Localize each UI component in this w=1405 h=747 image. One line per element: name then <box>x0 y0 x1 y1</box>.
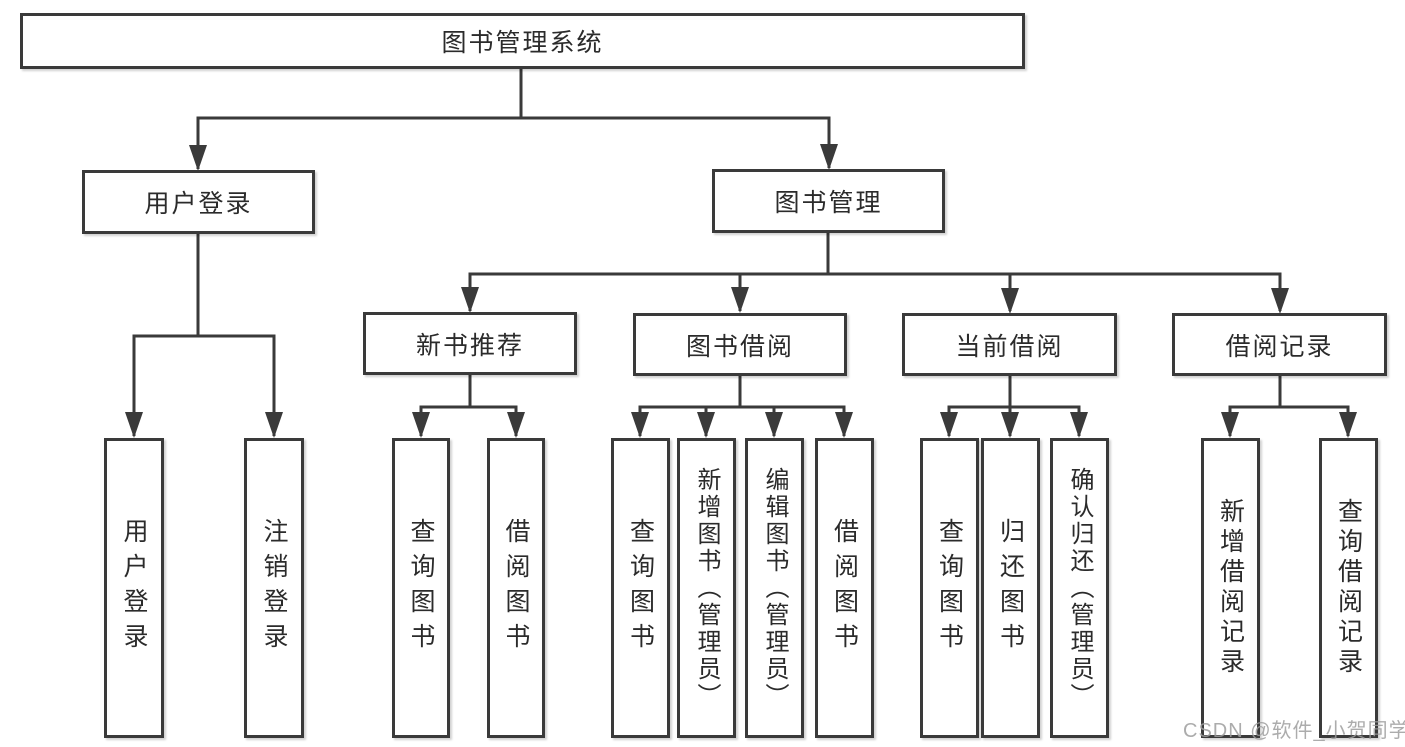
leaf-label: 注销登录 <box>260 518 288 658</box>
node-borrow-records: 借阅记录 <box>1172 313 1387 376</box>
node-label: 图书借阅 <box>685 332 794 361</box>
leaf-label: 用户登录 <box>120 518 148 658</box>
leaf-add-books-admin: 新增图书（管理员） <box>677 438 736 738</box>
node-library-management-system: 图书管理系统 <box>20 13 1025 69</box>
leaf-label: 查询图书 <box>407 518 435 658</box>
node-user-login: 用户登录 <box>82 170 315 234</box>
node-label: 图书管理 <box>774 189 883 217</box>
node-book-management: 图书管理 <box>712 169 945 233</box>
leaf-label: 新增图书（管理员） <box>693 466 720 710</box>
leaf-label: 归还图书 <box>996 518 1025 658</box>
leaf-edit-books-admin: 编辑图书（管理员） <box>745 438 804 738</box>
leaf-query-borrow-record: 查询借阅记录 <box>1319 438 1378 738</box>
leaf-return-books: 归还图书 <box>981 438 1040 738</box>
leaf-query-books-recommend: 查询图书 <box>392 438 450 738</box>
leaf-query-books-current: 查询图书 <box>920 438 979 738</box>
node-label: 用户登录 <box>144 190 253 218</box>
leaf-confirm-return-admin: 确认归还（管理员） <box>1050 438 1109 738</box>
leaf-label: 借阅图书 <box>830 518 859 658</box>
csdn-watermark: CSDN @软件_小贺同学 <box>1183 720 1405 742</box>
leaf-label: 借阅图书 <box>502 518 530 658</box>
node-book-borrow: 图书借阅 <box>633 313 847 376</box>
leaf-label: 新增借阅记录 <box>1216 498 1245 678</box>
node-current-borrow: 当前借阅 <box>902 313 1117 376</box>
node-new-book-recommend: 新书推荐 <box>363 312 577 375</box>
node-label: 当前借阅 <box>955 332 1064 361</box>
node-label: 借阅记录 <box>1225 332 1334 361</box>
leaf-borrow-books-recommend: 借阅图书 <box>487 438 545 738</box>
leaf-label: 确认归还（管理员） <box>1066 466 1093 710</box>
leaf-borrow-books-borrow: 借阅图书 <box>815 438 874 738</box>
leaf-query-books-borrow: 查询图书 <box>611 438 670 738</box>
leaf-label: 编辑图书（管理员） <box>761 466 788 710</box>
leaf-label: 查询借阅记录 <box>1334 498 1363 678</box>
leaf-add-borrow-record: 新增借阅记录 <box>1201 438 1260 738</box>
node-label: 图书管理系统 <box>441 29 604 57</box>
leaf-logout: 注销登录 <box>244 438 304 738</box>
node-label: 新书推荐 <box>415 331 524 360</box>
leaf-label: 查询图书 <box>935 518 964 658</box>
leaf-label: 查询图书 <box>626 518 655 658</box>
leaf-user-login: 用户登录 <box>104 438 164 738</box>
